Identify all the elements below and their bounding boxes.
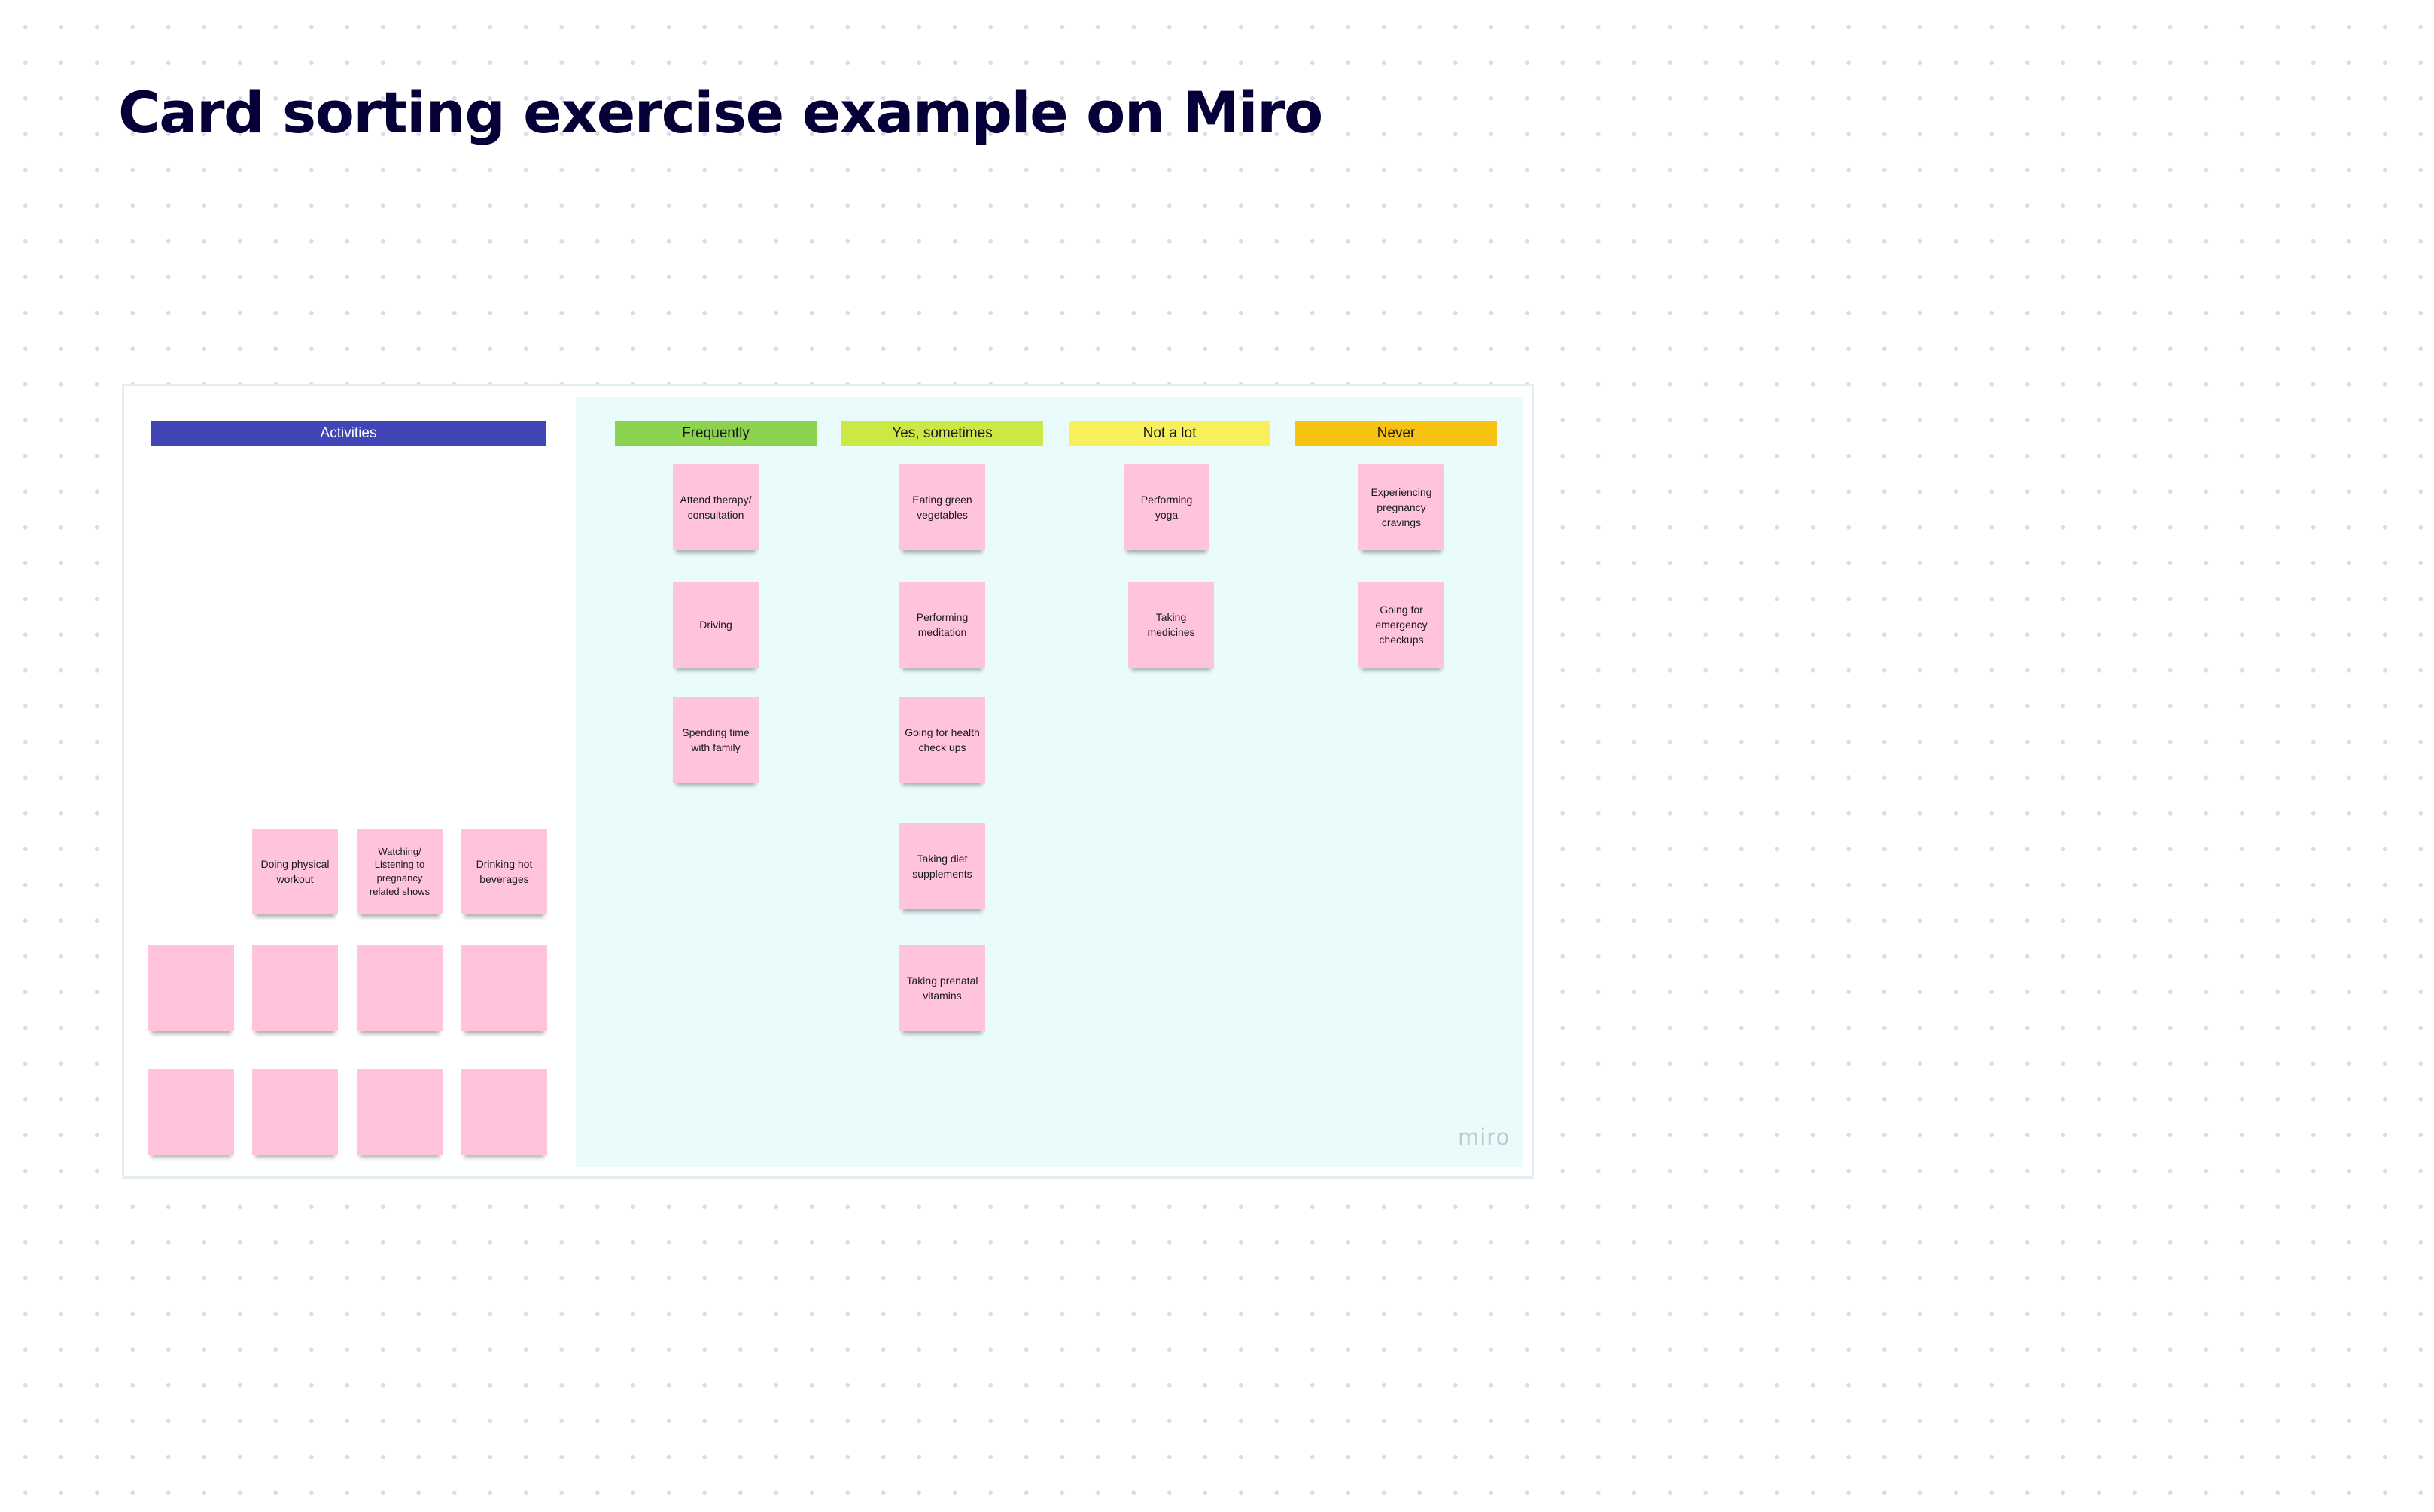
sticky-note-text: Performing meditation — [916, 610, 969, 638]
not-a-lot-header-label: Not a lot — [1142, 425, 1197, 441]
blank-sticky-note[interactable] — [148, 945, 234, 1031]
blank-sticky-note[interactable] — [461, 1069, 547, 1155]
sticky-note-text: Watching/ Listening to pregnancy related… — [369, 845, 431, 897]
miro-logo: miro — [1458, 1124, 1511, 1150]
sticky-note[interactable]: Performing yoga — [1124, 464, 1209, 550]
activities-header-label: Activities — [320, 425, 377, 441]
sticky-note[interactable]: Watching/ Listening to pregnancy related… — [357, 829, 443, 914]
sticky-note[interactable]: Doing physical workout — [252, 829, 338, 914]
page-title: Card sorting exercise example on Miro — [118, 79, 1323, 146]
sticky-note[interactable]: Taking diet supplements — [899, 823, 985, 909]
yes-sometimes-header[interactable]: Yes, sometimes — [841, 421, 1043, 446]
blank-sticky-note[interactable] — [252, 945, 338, 1031]
sticky-note[interactable]: Driving — [673, 582, 759, 668]
sticky-note-text: Going for emergency checkups — [1375, 603, 1428, 646]
sticky-note[interactable]: Taking medicines — [1128, 582, 1214, 668]
sticky-note-text: Taking diet supplements — [912, 852, 972, 880]
sticky-note-text: Spending time with family — [682, 726, 750, 753]
not-a-lot-header[interactable]: Not a lot — [1069, 421, 1270, 446]
blank-sticky-note[interactable] — [148, 1069, 234, 1155]
sticky-note-text: Doing physical workout — [260, 857, 330, 885]
sticky-note-text: Driving — [699, 618, 732, 631]
sticky-note-text: Taking medicines — [1147, 610, 1195, 638]
sticky-note[interactable]: Spending time with family — [673, 697, 759, 783]
blank-sticky-note[interactable] — [357, 945, 443, 1031]
never-header-label: Never — [1377, 425, 1416, 441]
sticky-note[interactable]: Taking prenatal vitamins — [899, 945, 985, 1031]
sticky-note[interactable]: Experiencing pregnancy cravings — [1358, 464, 1444, 550]
sticky-note[interactable]: Drinking hot beverages — [461, 829, 547, 914]
activities-header[interactable]: Activities — [151, 421, 546, 446]
never-header[interactable]: Never — [1295, 421, 1497, 446]
sticky-note-text: Eating green vegetables — [912, 493, 972, 521]
sticky-note-text: Taking prenatal vitamins — [906, 974, 978, 1002]
sticky-note[interactable]: Eating green vegetables — [899, 464, 985, 550]
sticky-note-text: Experiencing pregnancy cravings — [1371, 485, 1432, 529]
sticky-note[interactable]: Attend therapy/ consultation — [673, 464, 759, 550]
sticky-note[interactable]: Going for health check ups — [899, 697, 985, 783]
blank-sticky-note[interactable] — [252, 1069, 338, 1155]
sticky-note[interactable]: Going for emergency checkups — [1358, 582, 1444, 668]
sticky-note[interactable]: Performing meditation — [899, 582, 985, 668]
sticky-note-text: Drinking hot beverages — [476, 857, 533, 885]
blank-sticky-note[interactable] — [357, 1069, 443, 1155]
frequently-header-label: Frequently — [682, 425, 750, 441]
sticky-note-text: Attend therapy/ consultation — [680, 493, 752, 521]
frequently-header[interactable]: Frequently — [615, 421, 817, 446]
sticky-note-text: Going for health check ups — [905, 726, 980, 753]
yes-sometimes-header-label: Yes, sometimes — [892, 425, 993, 441]
sticky-note-text: Performing yoga — [1140, 493, 1193, 521]
blank-sticky-note[interactable] — [461, 945, 547, 1031]
